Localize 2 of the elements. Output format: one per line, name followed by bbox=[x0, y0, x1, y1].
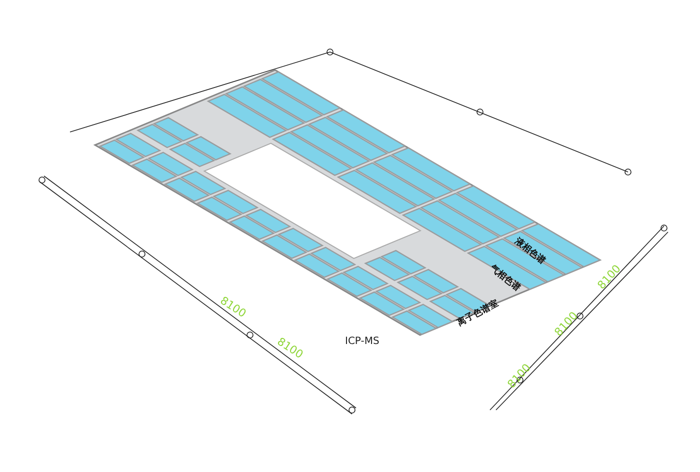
room-label: 离子色谱室 bbox=[455, 298, 501, 330]
room-label: ICP-MS bbox=[345, 336, 380, 347]
